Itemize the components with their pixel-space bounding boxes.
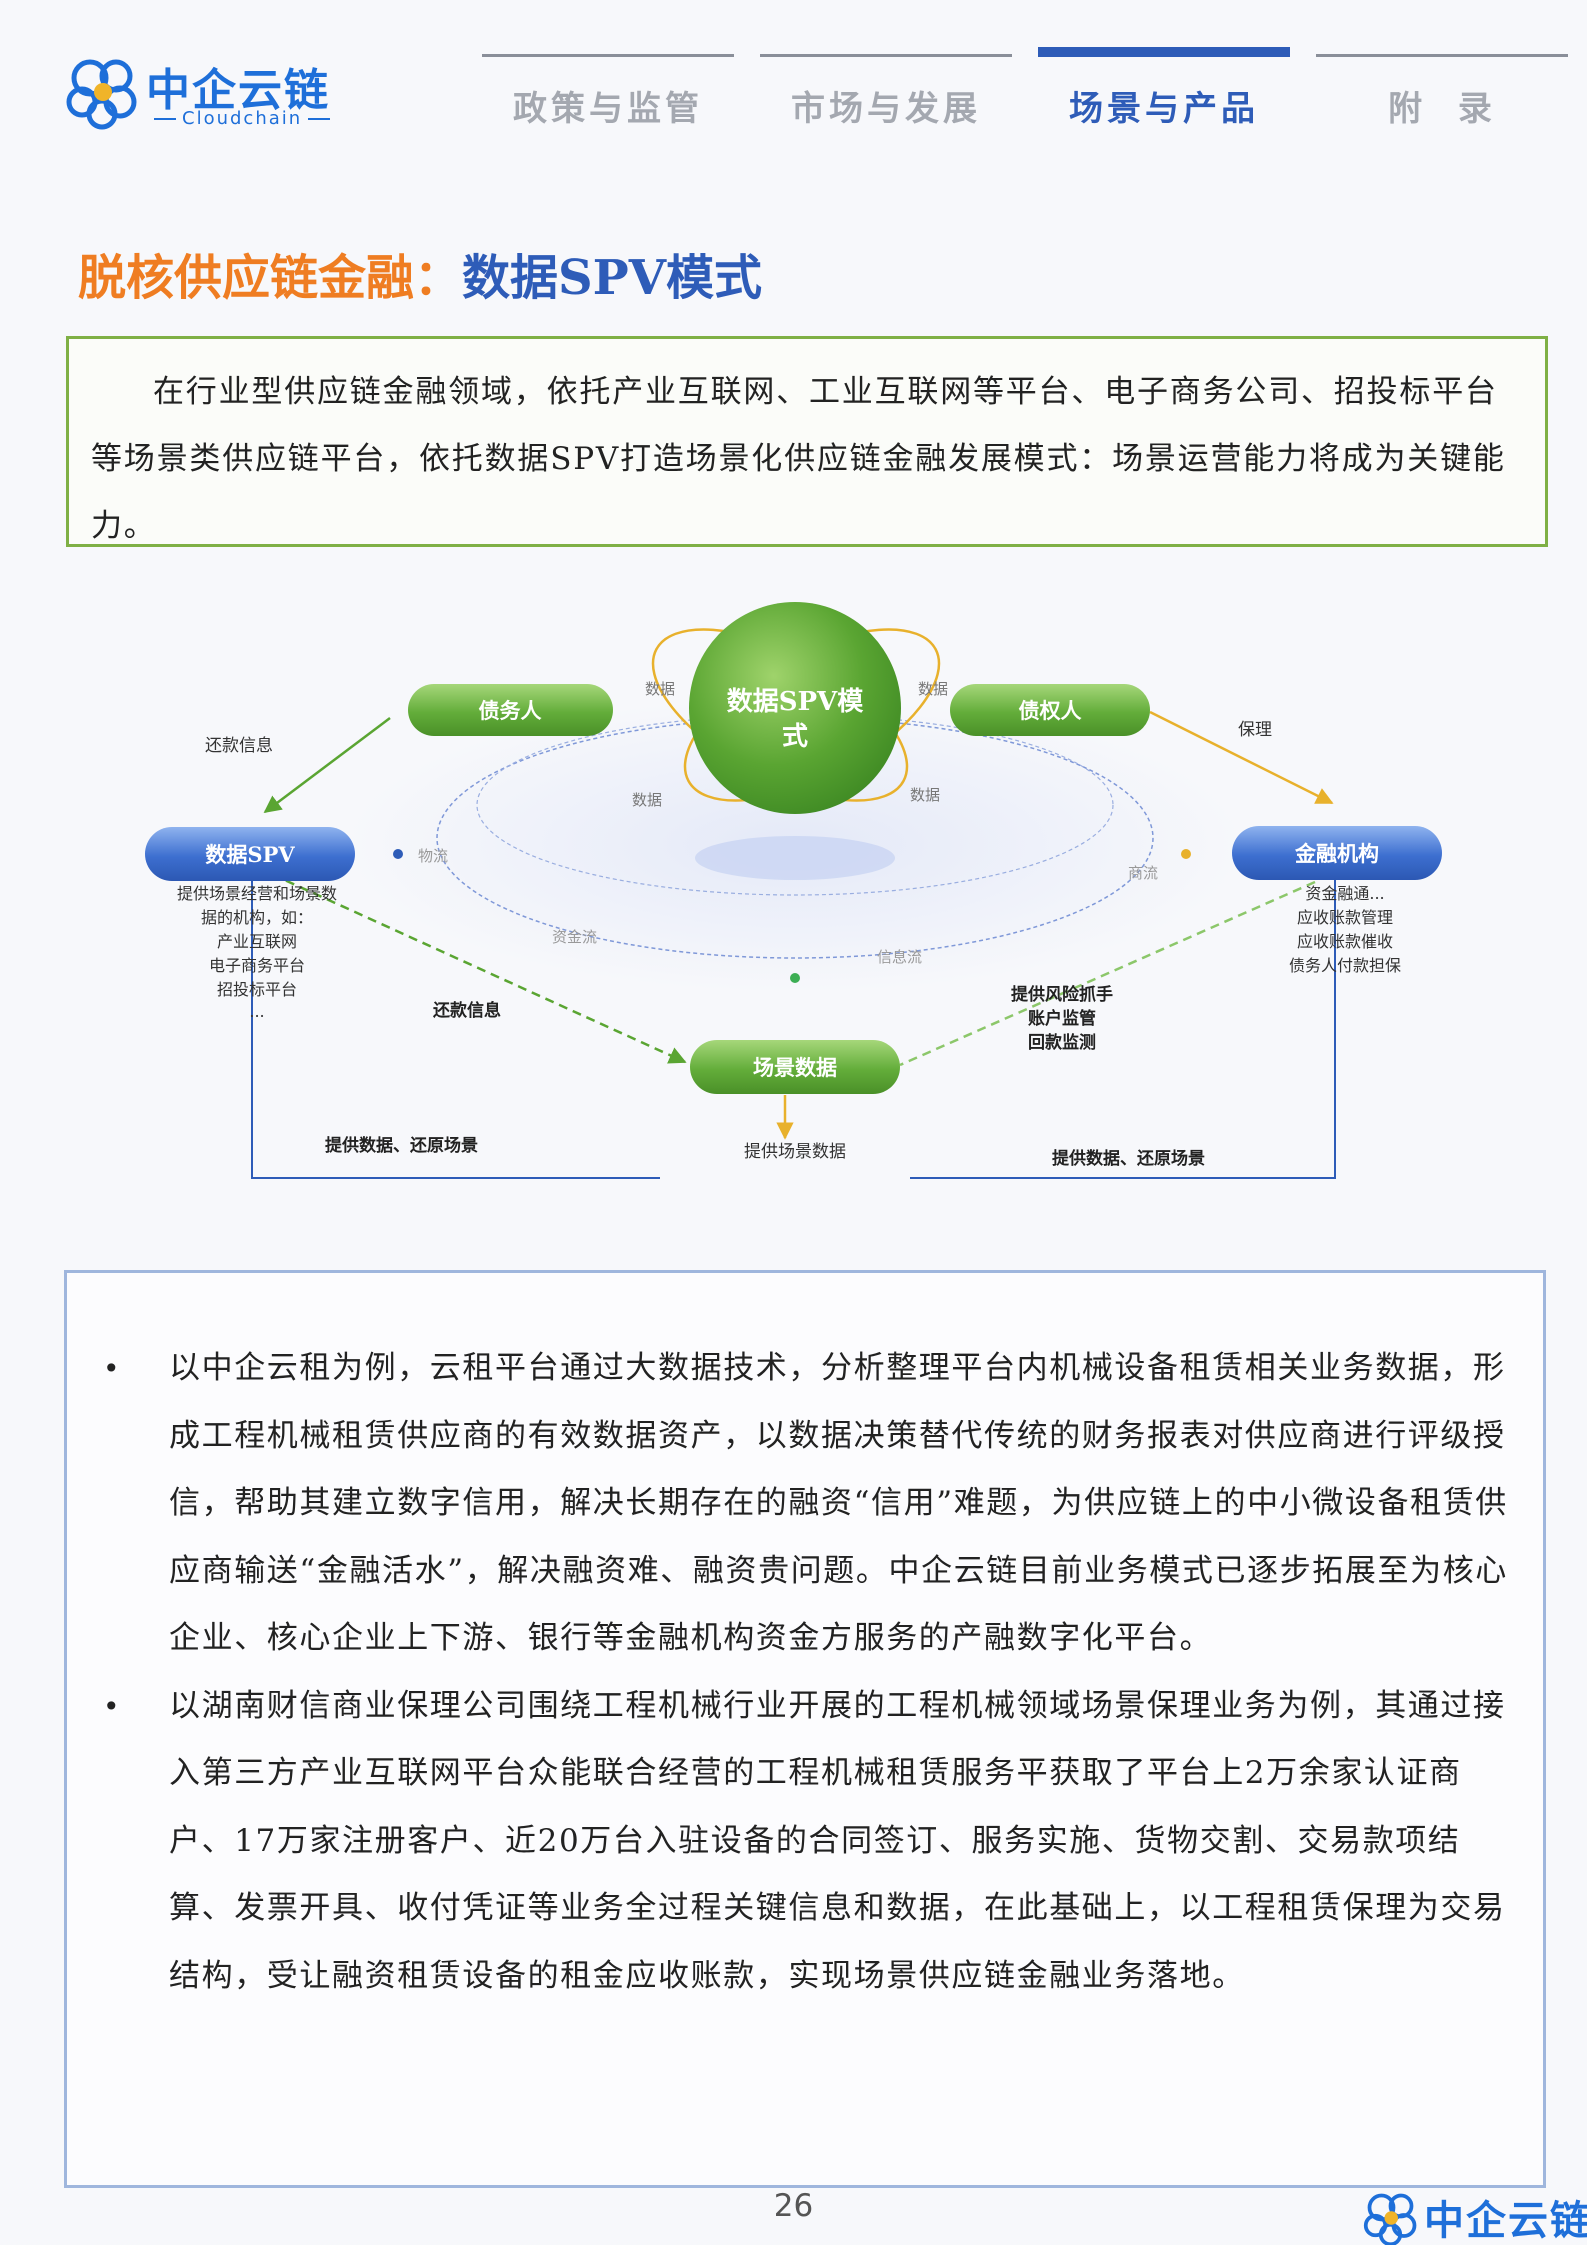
orbit-label: 数据 [918,680,948,698]
intro-box: 在行业型供应链金融领域，依托产业互联网、工业互联网等平台、电子商务公司、招投标平… [66,336,1548,547]
orbit-dot-gold [1181,849,1191,859]
bullet-dot-icon: • [103,1689,122,1723]
frame-right [910,868,1336,1179]
edge-label-scene-provide: 提供场景数据 [744,1142,846,1162]
spv-desc-line: 据的机构，如： [201,908,313,927]
bullet-item: • 以中企云租为例，云租平台通过大数据技术，分析整理平台内机械设备租赁相关业务数… [87,1335,1521,1673]
footer-logo-text: 中企云链 [1424,2198,1587,2244]
page-number: 26 [773,2188,814,2224]
orbit-outer [436,717,1154,959]
footer-logo: 中企云链 [1362,2186,1587,2245]
orbit-label: 数据 [632,791,662,809]
node-spv [145,827,355,881]
edge-label-provide-right: 提供数据、还原场景 [1052,1148,1205,1169]
spv-desc-line: ... [249,1002,264,1021]
node-finance [1232,826,1442,880]
dashed-spv-to-scene [244,860,687,1064]
title-part2: 数据SPV模式 [462,250,763,306]
arrow-debtor-to-spv [263,717,391,814]
tab-label: 场景与产品 [1069,89,1259,129]
node-scene [690,1040,900,1094]
flow-label-capital: 资金流 [552,928,597,946]
bullet-item: • 以湖南财信商业保理公司围绕工程机械行业开展的工程机械领域场景保理业务为例，其… [87,1673,1521,2011]
node-spv-label: 数据SPV [205,842,295,867]
dashed-finance-to-scene [899,880,1316,1067]
tab-label: 政策与监管 [513,89,703,129]
spv-model-diagram: 数据SPV模 式 数据 数据 数据 数据 物流 资金流 信息流 商流 债务人 债… [145,602,1442,1179]
spv-desc-line: 提供场景经营和场景数 [177,884,337,903]
finance-desc-line: 应收账款催收 [1297,932,1393,951]
spv-desc-line: 电子商务平台 [209,956,305,975]
flow-label-commerce: 商流 [1128,864,1158,882]
node-scene-label: 场景数据 [753,1055,837,1080]
spv-desc-line: 招投标平台 [217,980,297,999]
title-part1: 脱核供应链金融： [78,250,463,306]
finance-desc-line: 资金融通... [1305,884,1384,903]
bullet-dot-icon: • [103,1352,122,1385]
tab-bar [760,54,1012,57]
tab-scenario[interactable]: 场景与产品 [1038,47,1290,134]
finance-desc-line: 债务人付款担保 [1289,956,1401,975]
orbit-label: 数据 [910,786,940,804]
node-debtor-label: 债务人 [479,698,542,723]
bullet-text: 以湖南财信商业保理公司围绕工程机械行业开展的工程机械领域场景保理业务为例，其通过… [169,1687,1506,1994]
company-logo: 中企云链 Cloudchain [66,50,336,135]
orbit-dot-blue [393,849,403,859]
risk-line: 回款监测 [1028,1032,1096,1053]
risk-line: 提供风险抓手 [1011,984,1113,1005]
edge-label-repay-top: 还款信息 [205,736,273,756]
edge-label-factoring: 保理 [1238,720,1272,740]
tab-market[interactable]: 市场与发展 [760,54,1012,134]
edge-label-repay-bottom: 还款信息 [432,1000,501,1021]
orbit-label: 数据 [645,680,675,698]
tab-appendix[interactable]: 附 录 [1316,54,1568,134]
tab-bar [482,54,734,57]
edge-label-provide-left: 提供数据、还原场景 [325,1135,478,1156]
page-title: 脱核供应链金融：数据SPV模式 [78,238,762,308]
tab-bar [1316,54,1568,57]
orbit-dot-green [790,973,800,983]
center-shadow [695,836,895,880]
flow-label-logistics: 物流 [418,847,448,865]
logo-text-en: Cloudchain [148,108,336,129]
cloud-logo-icon [66,59,137,130]
node-creditor-label: 债权人 [1019,698,1082,723]
case-study-box: • 以中企云租为例，云租平台通过大数据技术，分析整理平台内机械设备租赁相关业务数… [64,1270,1546,2188]
tab-label: 附 录 [1388,89,1496,129]
bullet-text: 以中企云租为例，云租平台通过大数据技术，分析整理平台内机械设备租赁相关业务数据，… [169,1350,1508,1656]
node-finance-label: 金融机构 [1294,841,1379,866]
node-debtor [408,684,613,736]
cloud-logo-icon [1363,2193,1417,2245]
center-circle [689,602,901,814]
tab-label: 市场与发展 [791,89,981,129]
risk-line: 账户监管 [1028,1008,1096,1029]
arrow-creditor-to-finance [1149,710,1334,805]
tab-bar [1038,47,1290,57]
node-creditor [950,684,1150,736]
finance-desc-line: 应收账款管理 [1297,908,1393,927]
frame-left [251,868,660,1179]
center-label: 式 [782,722,808,752]
tab-policy[interactable]: 政策与监管 [482,54,734,134]
spv-desc-line: 产业互联网 [217,932,297,951]
center-label: 数据SPV模 [727,687,865,717]
flow-label-info: 信息流 [877,948,922,966]
